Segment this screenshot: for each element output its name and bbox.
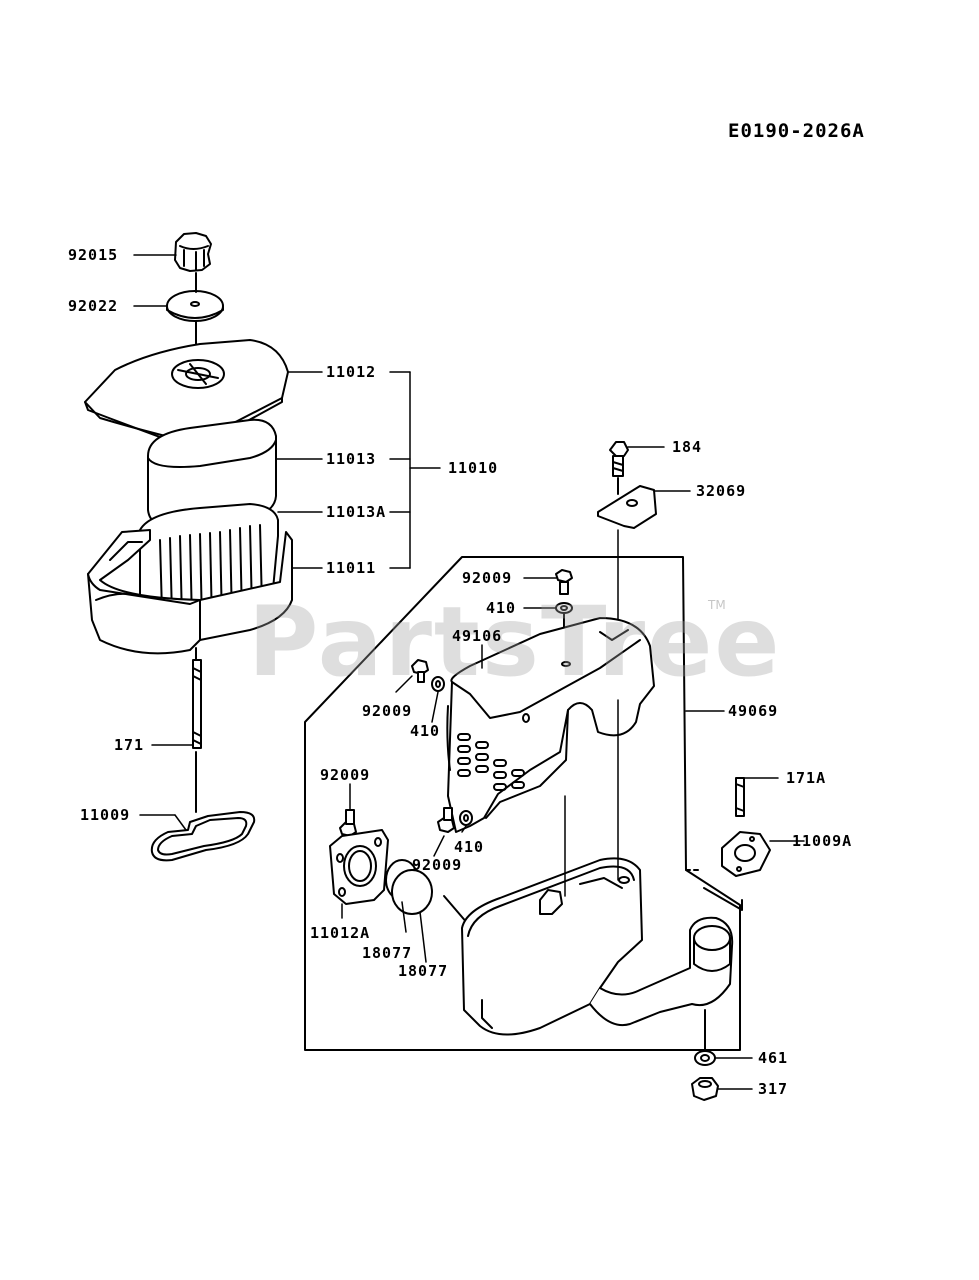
label-410-left[interactable]: 410 [410,722,441,740]
label-92009-top[interactable]: 92009 [462,569,513,587]
label-92009-flange[interactable]: 92009 [320,766,371,784]
label-11011[interactable]: 11011 [326,559,377,577]
label-11013A[interactable]: 11013A [326,503,387,521]
bolt-92009-left [411,659,429,683]
leader-line [703,887,743,911]
label-18077-b[interactable]: 18077 [398,962,449,980]
gasket-11009 [150,751,256,862]
bolt-92009-flange [339,809,357,837]
heat-shield-49106 [446,617,655,833]
label-32069[interactable]: 32069 [696,482,747,500]
muffler-body [461,699,734,1036]
washer-461 [694,1009,716,1066]
label-11012[interactable]: 11012 [326,363,377,381]
label-317[interactable]: 317 [758,1080,789,1098]
assembly-outline [304,556,741,1051]
bolt-92009-top [555,569,573,595]
label-171A[interactable]: 171A [786,769,827,787]
cap-nut-92015 [174,232,212,272]
label-92015[interactable]: 92015 [68,246,119,264]
flange-11012A [329,829,389,905]
base-11011 [87,529,293,655]
bolt-171 [192,647,202,749]
label-11009A[interactable]: 11009A [792,832,853,850]
label-49106[interactable]: 49106 [452,627,503,645]
label-410-low[interactable]: 410 [454,838,485,856]
washer-410-top [555,602,573,633]
watermark-trademark: TM [708,598,726,612]
label-11013[interactable]: 11013 [326,450,377,468]
gasket-11009A [721,831,771,877]
bracket-32069 [597,485,657,621]
label-11010[interactable]: 11010 [448,459,499,477]
watermark: PartsTree [248,586,782,698]
diagram-code: E0190-2026A [728,120,865,142]
washer-92022 [166,290,224,322]
label-461[interactable]: 461 [758,1049,789,1067]
label-92009-low[interactable]: 92009 [412,856,463,874]
label-92022[interactable]: 92022 [68,297,119,315]
label-184[interactable]: 184 [672,438,703,456]
label-49069[interactable]: 49069 [728,702,779,720]
label-11009[interactable]: 11009 [80,806,131,824]
label-18077-a[interactable]: 18077 [362,944,413,962]
leader-lines [133,254,805,1090]
label-92009-left[interactable]: 92009 [362,702,413,720]
label-171[interactable]: 171 [114,736,145,754]
label-11012A[interactable]: 11012A [310,924,371,942]
stud-171A [735,777,745,817]
washer-410-low [459,810,473,826]
washer-410-left [431,676,445,692]
cap-18077 [385,859,469,925]
bolt-184 [609,441,629,495]
nut-317 [691,1077,719,1101]
bolt-92009-low [437,807,455,833]
label-410-top[interactable]: 410 [486,599,517,617]
